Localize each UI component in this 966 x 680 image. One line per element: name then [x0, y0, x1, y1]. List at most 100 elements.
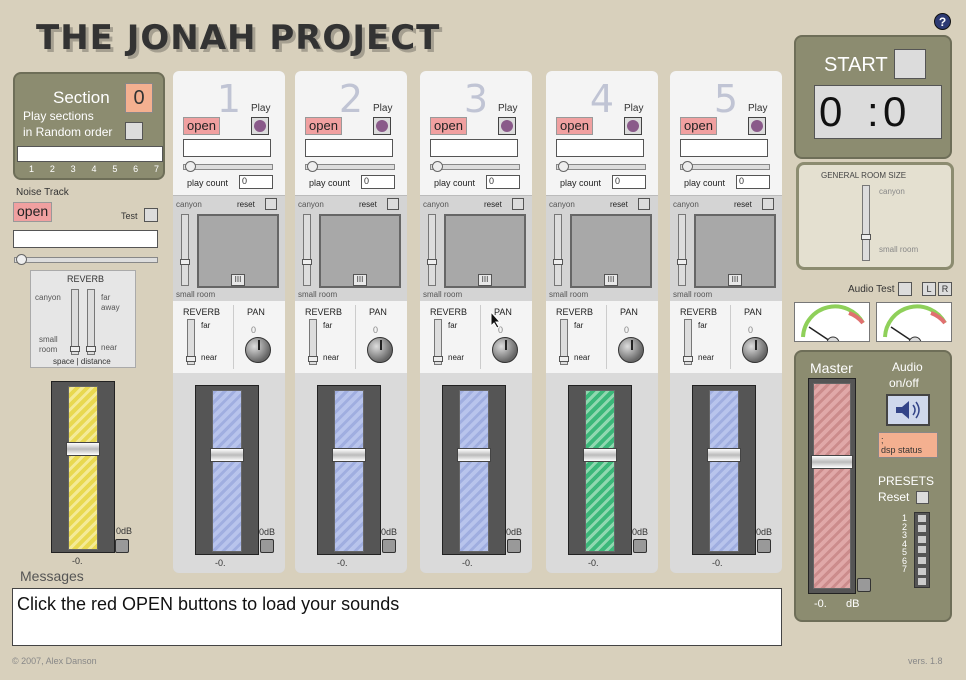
position-slider[interactable]	[183, 161, 273, 172]
pan-knob[interactable]	[742, 337, 768, 363]
space-slider[interactable]	[70, 289, 80, 355]
slider-knob[interactable]	[302, 259, 312, 265]
room-size-slider[interactable]	[861, 185, 871, 261]
xy-pad-handle[interactable]: III	[353, 274, 367, 286]
open-button[interactable]: open	[556, 117, 593, 135]
xy-vertical-slider[interactable]	[677, 214, 687, 286]
open-button[interactable]: open	[183, 117, 220, 135]
position-slider[interactable]	[556, 161, 646, 172]
pan-knob[interactable]	[492, 337, 518, 363]
xy-vertical-slider[interactable]	[553, 214, 563, 286]
noise-filename-field[interactable]	[13, 230, 158, 248]
preset-button[interactable]	[918, 525, 926, 533]
db-reset-button[interactable]	[382, 539, 396, 553]
pan-knob[interactable]	[367, 337, 393, 363]
open-button[interactable]: open	[680, 117, 717, 135]
volume-fader[interactable]	[210, 448, 244, 462]
play-button[interactable]	[624, 117, 642, 135]
db-reset-button[interactable]	[507, 539, 521, 553]
section-num[interactable]: 1	[29, 164, 35, 174]
slider-knob[interactable]	[433, 356, 443, 362]
volume-fader[interactable]	[583, 448, 617, 462]
slider-knob[interactable]	[677, 259, 687, 265]
section-num[interactable]: 6	[133, 164, 139, 174]
room-xy-pad[interactable]: III	[319, 214, 401, 288]
presets-reset-button[interactable]	[916, 491, 929, 504]
slider-knob[interactable]	[427, 259, 437, 265]
xy-pad-handle[interactable]: III	[478, 274, 492, 286]
filename-field[interactable]	[305, 139, 393, 157]
slider-knob[interactable]	[559, 356, 569, 362]
play-button[interactable]	[498, 117, 516, 135]
slider-knob[interactable]	[432, 161, 443, 172]
pan-knob[interactable]	[245, 337, 271, 363]
xy-reset-button[interactable]	[512, 198, 524, 210]
play-button[interactable]	[373, 117, 391, 135]
noise-open-button[interactable]: open	[13, 202, 53, 222]
section-num[interactable]: 3	[70, 164, 76, 174]
section-number-box[interactable]: 0	[125, 83, 153, 113]
slider-knob[interactable]	[86, 346, 96, 352]
xy-vertical-slider[interactable]	[302, 214, 312, 286]
master-volume-fader[interactable]	[811, 455, 853, 469]
slider-knob[interactable]	[558, 161, 569, 172]
reverb-slider[interactable]	[433, 319, 443, 365]
xy-reset-button[interactable]	[265, 198, 277, 210]
preset-button[interactable]	[918, 514, 926, 522]
section-num[interactable]: 5	[112, 164, 118, 174]
reverb-slider[interactable]	[308, 319, 318, 365]
slider-knob[interactable]	[307, 161, 318, 172]
position-slider[interactable]	[430, 161, 520, 172]
xy-reset-button[interactable]	[638, 198, 650, 210]
left-channel-button[interactable]: L	[922, 282, 936, 296]
distance-slider[interactable]	[86, 289, 96, 355]
filename-field[interactable]	[183, 139, 271, 157]
audio-toggle-button[interactable]	[886, 394, 930, 426]
noise-db-reset-button[interactable]	[115, 539, 129, 553]
audio-test-toggle[interactable]	[898, 282, 912, 296]
filename-field[interactable]	[556, 139, 644, 157]
position-slider[interactable]	[305, 161, 395, 172]
preset-button[interactable]	[918, 535, 926, 543]
right-channel-button[interactable]: R	[938, 282, 952, 296]
play-button[interactable]	[748, 117, 766, 135]
slider-knob[interactable]	[683, 356, 693, 362]
position-slider[interactable]	[680, 161, 770, 172]
xy-pad-handle[interactable]: III	[231, 274, 245, 286]
room-xy-pad[interactable]: III	[197, 214, 279, 288]
volume-fader[interactable]	[457, 448, 491, 462]
volume-fader[interactable]	[332, 448, 366, 462]
slider-knob[interactable]	[70, 346, 80, 352]
start-button[interactable]	[894, 49, 926, 79]
xy-pad-handle[interactable]: III	[604, 274, 618, 286]
slider-knob[interactable]	[308, 356, 318, 362]
preset-button[interactable]	[918, 546, 926, 554]
noise-volume-fader[interactable]	[66, 442, 100, 456]
slider-knob[interactable]	[682, 161, 693, 172]
noise-test-toggle[interactable]	[144, 208, 158, 222]
db-reset-button[interactable]	[633, 539, 647, 553]
room-xy-pad[interactable]: III	[570, 214, 652, 288]
preset-button[interactable]	[918, 557, 926, 565]
slider-knob[interactable]	[185, 161, 196, 172]
section-num[interactable]: 2	[49, 164, 55, 174]
reverb-slider[interactable]	[559, 319, 569, 365]
open-button[interactable]: open	[430, 117, 467, 135]
xy-reset-button[interactable]	[387, 198, 399, 210]
room-xy-pad[interactable]: III	[444, 214, 526, 288]
section-num[interactable]: 4	[91, 164, 97, 174]
open-button[interactable]: open	[305, 117, 342, 135]
reverb-slider[interactable]	[186, 319, 196, 365]
slider-knob[interactable]	[16, 254, 27, 265]
xy-reset-button[interactable]	[762, 198, 774, 210]
slider-knob[interactable]	[553, 259, 563, 265]
volume-fader[interactable]	[707, 448, 741, 462]
play-button[interactable]	[251, 117, 269, 135]
section-num[interactable]: 7	[153, 164, 159, 174]
filename-field[interactable]	[680, 139, 768, 157]
xy-vertical-slider[interactable]	[427, 214, 437, 286]
slider-knob[interactable]	[180, 259, 190, 265]
xy-pad-handle[interactable]: III	[728, 274, 742, 286]
slider-knob[interactable]	[186, 356, 196, 362]
preset-button[interactable]	[918, 578, 926, 586]
